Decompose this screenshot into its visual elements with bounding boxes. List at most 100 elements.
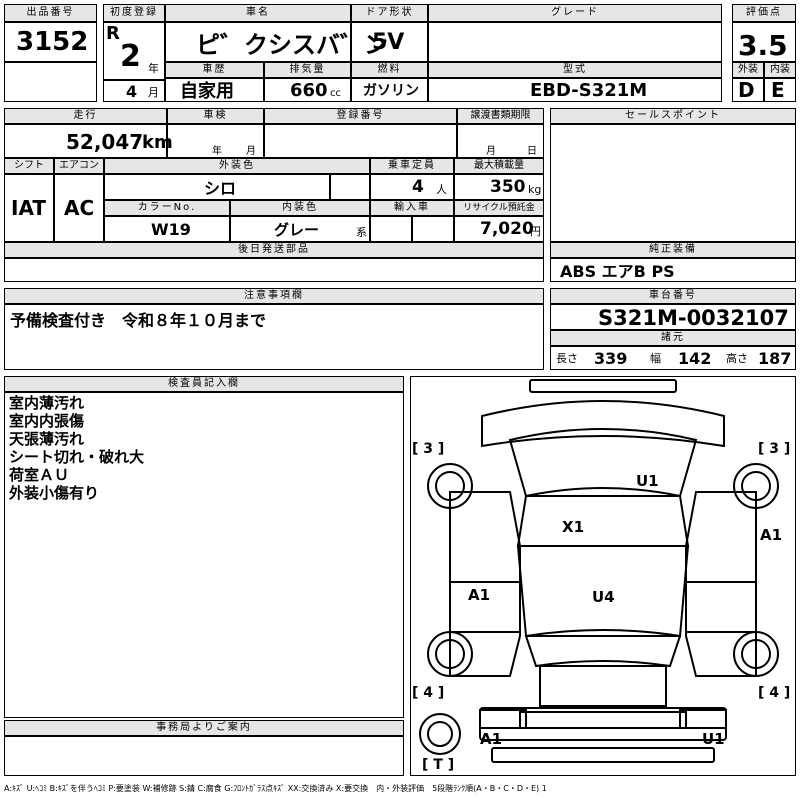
capacity-label: 乗車定員 [370, 158, 454, 174]
tire-rear-left: [ 4 ] [412, 685, 445, 701]
mark-roof: U1 [636, 472, 659, 490]
inspector-line: 天張薄汚れ [9, 430, 85, 448]
inspector-box [4, 392, 404, 718]
mark-left-door: A1 [468, 586, 491, 604]
ext-score-label: 外装 [732, 62, 764, 78]
mileage-box [4, 124, 167, 158]
lot-blank-box [4, 62, 97, 102]
car-diagram-box [410, 376, 796, 776]
max-load-box [454, 174, 544, 200]
shift-box [4, 174, 54, 242]
later-parts-label: 後日発送部品 [4, 242, 544, 258]
dims-length: 339 [594, 348, 628, 368]
int-score-label: 内装 [764, 62, 796, 78]
recycle-label: リサイクル預託金 [454, 200, 544, 216]
ext-color-label: 外装色 [104, 158, 370, 174]
displacement-unit: cc [330, 87, 341, 99]
car-name-label: 車名 [165, 4, 351, 22]
inspection-label: 車検 [167, 108, 264, 124]
fuel-value: ガソリン [363, 83, 419, 99]
transfer-month-unit: 月 [486, 145, 496, 157]
sales-point-box [550, 124, 796, 242]
inspection-year-unit: 年 [212, 145, 222, 157]
import-box-a [370, 216, 412, 242]
lot-box [4, 22, 97, 62]
int-color-suffix: 系 [356, 226, 367, 239]
recycle-value: 7,020 [480, 219, 534, 239]
shift-value: IAT [11, 196, 47, 220]
history-box [165, 78, 264, 102]
recycle-unit: 円 [530, 225, 541, 238]
dims-height: 187 [758, 348, 792, 368]
inspector-line: 室内内張傷 [9, 412, 85, 430]
mark-right-door: A1 [760, 526, 783, 544]
first-reg-month: 4 [126, 81, 138, 101]
door-value: 5V [372, 29, 405, 55]
history-label: 車歴 [165, 62, 264, 78]
import-box-b [412, 216, 454, 242]
import-label: 輸入車 [370, 200, 454, 216]
sales-point-label: セールスポイント [550, 108, 796, 124]
mileage-value: 52,047 [66, 130, 144, 154]
model-box [428, 78, 722, 102]
chassis-label: 車台番号 [550, 288, 796, 304]
tire-spare: [ T ] [422, 757, 455, 773]
shift-label: シフト [4, 158, 54, 174]
transfer-label: 譲渡書類期限 [457, 108, 544, 124]
car-name: ピ゛クシスバ゛ン [196, 30, 388, 59]
later-parts-box [4, 258, 544, 282]
model-label: 型式 [428, 62, 722, 78]
displacement-value: 660 [290, 79, 328, 101]
int-color-box [230, 216, 370, 242]
score-box [732, 22, 796, 62]
dims-width-label: 幅 [650, 352, 661, 365]
notes-box [4, 304, 544, 370]
mark-rear-left: A1 [480, 730, 503, 748]
ext-score-box [732, 78, 764, 102]
first-reg-box [103, 22, 165, 80]
car-name-box [165, 22, 351, 62]
equipment-label: 純正装備 [550, 242, 796, 258]
dims-width: 142 [678, 348, 712, 368]
mark-rear-right: U1 [702, 730, 725, 748]
ext-color-value: シロ [204, 179, 237, 198]
first-reg-era: R [106, 22, 120, 44]
office-label: 事務局よりご案内 [4, 720, 404, 736]
first-reg-month-box [103, 80, 165, 102]
aircon-label: エアコン [54, 158, 104, 174]
inspector-label: 検査員記入欄 [4, 376, 404, 392]
equipment-value: ABS エアB PS [560, 262, 675, 281]
reg-no-box [264, 124, 457, 158]
mark-cargo: U4 [592, 588, 615, 606]
grade-label: グレード [428, 4, 722, 22]
legend: A:ｷｽﾞ U:ﾍｺﾐ B:ｷｽﾞを伴うﾍｺﾐ P:要塗装 W:補修跡 S:錆 … [4, 783, 547, 793]
lot-number: 3152 [16, 27, 89, 57]
capacity-unit: 人 [436, 183, 447, 196]
fuel-label: 燃料 [351, 62, 428, 78]
equipment-box [550, 258, 796, 282]
first-reg-year-unit: 年 [148, 62, 159, 75]
int-color-value: グレー [274, 220, 320, 239]
model-value: EBD-S321M [530, 79, 648, 101]
max-load-unit: kg [528, 182, 542, 196]
aircon-box [54, 174, 104, 242]
int-score-box [764, 78, 796, 102]
grade-box [428, 22, 722, 62]
reg-no-label: 登録番号 [264, 108, 457, 124]
lot-label: 出品番号 [4, 4, 97, 22]
mileage-label: 走行 [4, 108, 167, 124]
notes-label: 注意事項欄 [4, 288, 544, 304]
history-value: 自家用 [180, 81, 234, 102]
door-label: ドア形状 [351, 4, 428, 22]
capacity-value: 4 [412, 177, 424, 197]
color-no-value: W19 [151, 219, 191, 239]
dims-label: 諸元 [550, 330, 796, 346]
chassis-box [550, 304, 796, 330]
tire-front-left: [ 3 ] [412, 441, 445, 457]
recycle-box [454, 216, 544, 242]
mark-roof-front: X1 [562, 518, 585, 536]
chassis-value: S321M-0032107 [598, 306, 789, 330]
transfer-day-unit: 日 [527, 145, 537, 157]
displacement-label: 排気量 [264, 62, 351, 78]
inspector-line: 荷室ＡＵ [9, 466, 70, 484]
